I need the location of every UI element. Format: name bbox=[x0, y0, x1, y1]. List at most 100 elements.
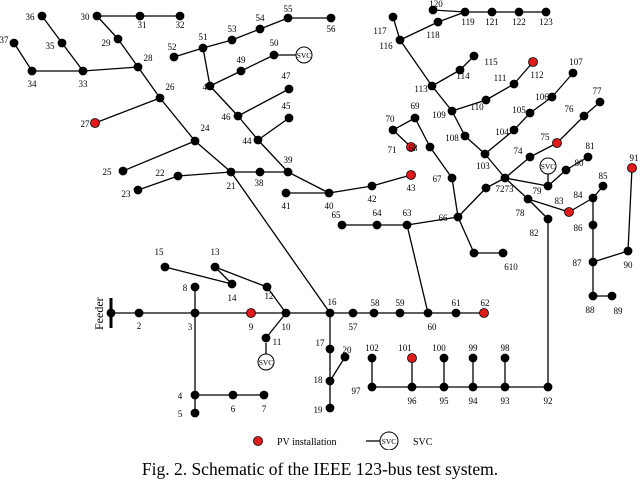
bus-6 bbox=[228, 390, 238, 400]
bus-label-4: 4 bbox=[178, 391, 183, 401]
bus-93 bbox=[500, 382, 510, 392]
bus-97 bbox=[367, 382, 377, 392]
bus-53 bbox=[227, 35, 237, 45]
bus-31 bbox=[135, 11, 145, 21]
bus-label-64: 64 bbox=[373, 208, 383, 218]
bus-label-43: 43 bbox=[407, 183, 417, 193]
bus-28 bbox=[133, 62, 143, 72]
bus-label-47: 47 bbox=[282, 71, 292, 81]
bus-11 bbox=[261, 333, 271, 343]
line-51-53 bbox=[202, 39, 233, 49]
bus-4 bbox=[190, 390, 200, 400]
legend-pv-label: PV installation bbox=[277, 437, 337, 448]
bus-35 bbox=[57, 38, 67, 48]
bus-label-107: 107 bbox=[569, 57, 583, 67]
bus-label-57: 57 bbox=[349, 322, 359, 332]
bus-109 bbox=[447, 106, 457, 116]
bus-58 bbox=[369, 308, 379, 318]
bus-34 bbox=[27, 66, 37, 76]
bus-label-99: 99 bbox=[469, 343, 479, 353]
bus-121 bbox=[487, 7, 497, 17]
bus-59 bbox=[395, 308, 405, 318]
bus-46 bbox=[233, 111, 243, 121]
bus-label-83: 83 bbox=[555, 196, 565, 206]
line-segments bbox=[13, 9, 633, 413]
bus-76 bbox=[579, 111, 589, 121]
bus-15 bbox=[160, 262, 170, 272]
bus-label-8: 8 bbox=[183, 283, 188, 293]
bus-label-91: 91 bbox=[630, 153, 639, 163]
bus-label-121: 121 bbox=[485, 17, 499, 27]
legend-svc-symbol-text: SVC bbox=[382, 437, 397, 446]
line-110-111 bbox=[485, 83, 515, 101]
bus-label-50: 50 bbox=[270, 38, 280, 48]
bus-103 bbox=[480, 149, 490, 159]
bus-95 bbox=[439, 382, 449, 392]
bus-96 bbox=[407, 382, 417, 392]
svc-device-50: SVC bbox=[274, 46, 313, 64]
bus-25 bbox=[118, 166, 128, 176]
bus-64 bbox=[372, 220, 382, 230]
bus-label-79: 79 bbox=[533, 186, 543, 196]
bus-label-13: 13 bbox=[211, 247, 221, 257]
bus-10 bbox=[281, 308, 291, 318]
bus-23 bbox=[133, 185, 143, 195]
bus-label-45: 45 bbox=[282, 101, 292, 111]
bus-label-21: 21 bbox=[227, 181, 236, 191]
bus-16 bbox=[325, 308, 335, 318]
bus-label-61: 61 bbox=[452, 298, 461, 308]
bus-17 bbox=[325, 344, 335, 354]
bus-99 bbox=[468, 353, 478, 363]
bus-3 bbox=[190, 308, 200, 318]
line-66-61 bbox=[457, 216, 475, 254]
bus-label-65: 65 bbox=[332, 210, 342, 220]
bus-92 bbox=[543, 382, 553, 392]
bus-19 bbox=[325, 403, 335, 413]
bus-63 bbox=[402, 220, 412, 230]
bus-26 bbox=[155, 93, 165, 103]
bus-67 bbox=[447, 173, 457, 183]
bus-41 bbox=[281, 188, 291, 198]
bus-label-103: 103 bbox=[476, 161, 490, 171]
bus-label-33: 33 bbox=[79, 79, 89, 89]
bus-label-24: 24 bbox=[201, 123, 211, 133]
bus-label-20: 20 bbox=[343, 345, 353, 355]
bus-label-46: 46 bbox=[222, 112, 232, 122]
bus-37 bbox=[9, 38, 19, 48]
bus-60 bbox=[423, 308, 433, 318]
bus-label-16: 16 bbox=[328, 297, 338, 307]
bus-111 bbox=[509, 79, 519, 89]
line-22-23 bbox=[137, 175, 179, 191]
bus-123 bbox=[541, 7, 551, 17]
bus-75-pv bbox=[552, 138, 562, 148]
bus-77 bbox=[595, 97, 605, 107]
bus-label-70: 70 bbox=[386, 114, 396, 124]
bus-label-34: 34 bbox=[28, 79, 38, 89]
bus-118 bbox=[433, 17, 443, 27]
line-14-15 bbox=[164, 266, 233, 285]
bus-90 bbox=[623, 246, 633, 256]
line-12-13 bbox=[214, 266, 268, 288]
line-90-91 bbox=[627, 167, 633, 252]
bus-label-112: 112 bbox=[530, 70, 543, 80]
line-74-75 bbox=[529, 142, 558, 158]
line-54-55 bbox=[259, 17, 289, 30]
line-73-74 bbox=[504, 156, 531, 179]
bus-52 bbox=[169, 52, 179, 62]
bus-49 bbox=[236, 66, 246, 76]
line-48-51 bbox=[202, 47, 211, 87]
bus-label-87: 87 bbox=[573, 258, 583, 268]
bus-label-23: 23 bbox=[122, 189, 132, 199]
bus-12 bbox=[262, 282, 272, 292]
line-35-36 bbox=[41, 15, 63, 44]
bus-47 bbox=[284, 84, 294, 94]
bus-label-106: 106 bbox=[535, 92, 549, 102]
bus-112-pv bbox=[528, 57, 538, 67]
bus-14 bbox=[227, 279, 237, 289]
bus-label-109: 109 bbox=[432, 110, 446, 120]
bus-85 bbox=[598, 181, 608, 191]
line-29-30 bbox=[96, 15, 119, 40]
line-73-79 bbox=[504, 177, 549, 187]
bus-label-75: 75 bbox=[541, 132, 551, 142]
bus-label-115: 115 bbox=[484, 57, 498, 67]
